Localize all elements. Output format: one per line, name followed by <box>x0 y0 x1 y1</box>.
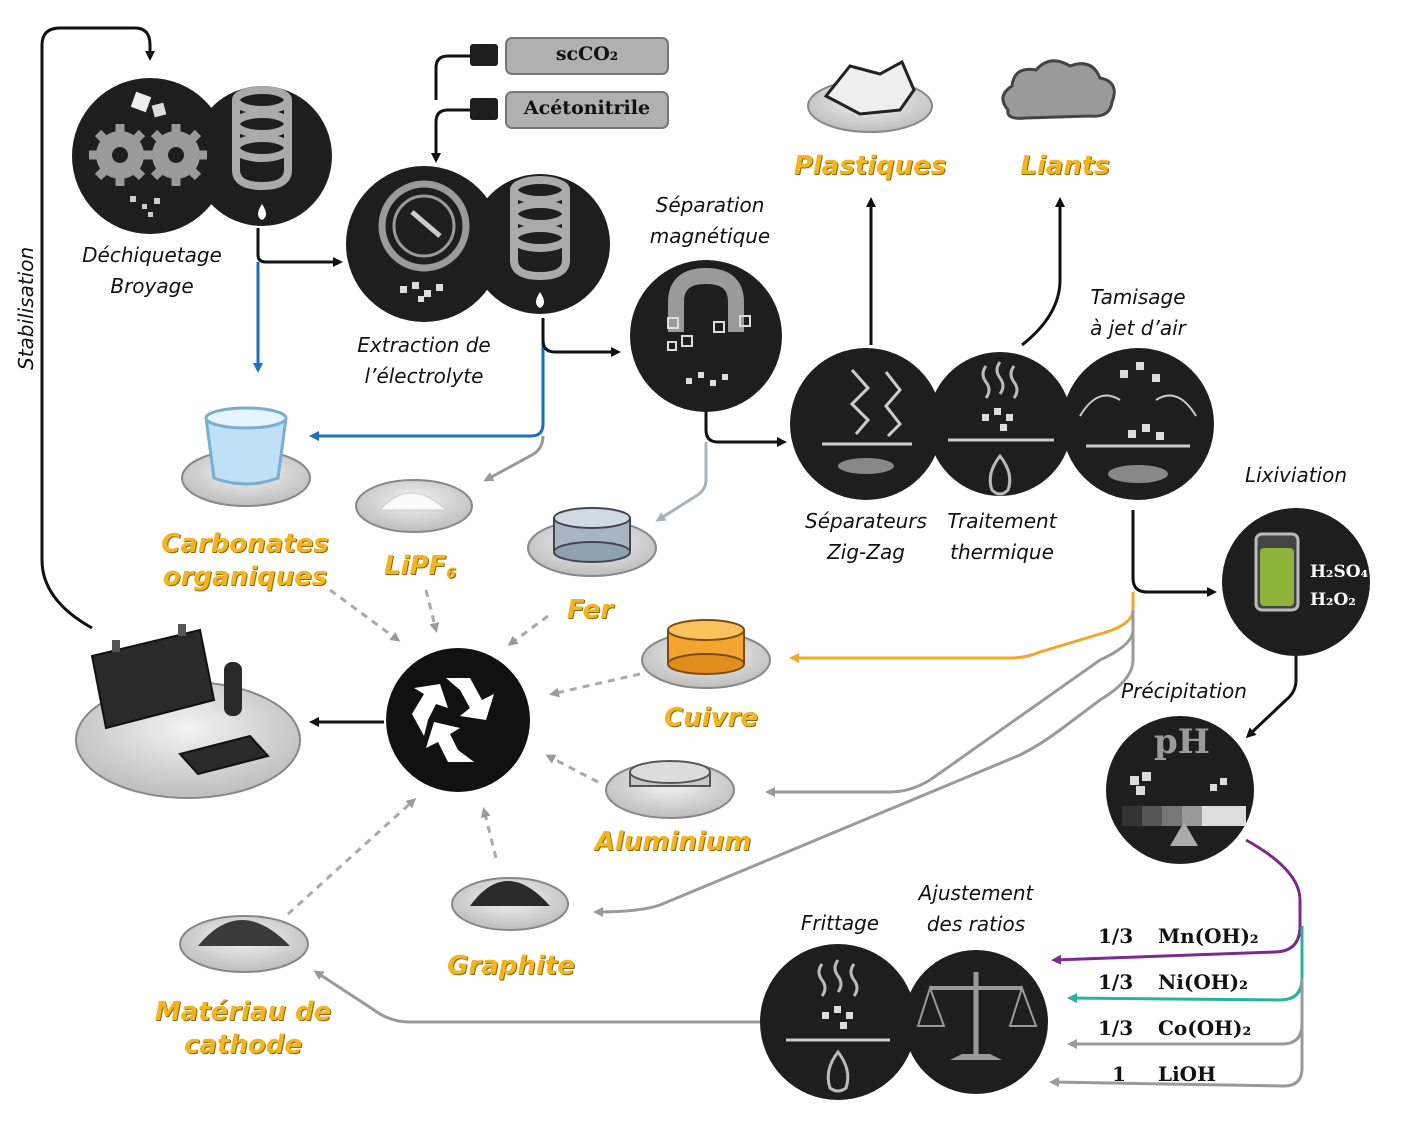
mn-formula: Mn(OH)₂ <box>1158 924 1259 948</box>
battery-cells-icon <box>75 624 301 799</box>
co-formula: Co(OH)₂ <box>1158 1016 1252 1040</box>
cathode-to-recycle-arrow <box>286 797 417 916</box>
graphite-label: Graphite <box>447 951 575 981</box>
shred-to-extraction-arrow <box>256 228 343 267</box>
lipf6-label: LiPF6 <box>370 550 470 591</box>
extraction-to-lipf6-arrow <box>483 435 545 482</box>
sieving-to-aluminium-arrow <box>765 610 1135 797</box>
magnetic-to-zigzag-arrow <box>704 408 787 447</box>
iron-to-recycle-arrow <box>507 614 549 646</box>
sieving-to-leaching-arrow <box>1131 510 1217 597</box>
thermal-to-binders-arrow <box>1021 197 1065 347</box>
extraction-to-carbonates-arrow <box>309 318 545 441</box>
extraction-to-magnetic-arrow <box>541 318 621 357</box>
lipf6-to-recycle-arrow <box>424 589 440 633</box>
lipf6-powder-icon <box>355 479 473 533</box>
precip-to-mn-arrow <box>1051 838 1302 965</box>
recycle-icon <box>386 648 530 792</box>
acetonitrile-tank-icon <box>470 91 669 129</box>
aluminium-to-recycle-arrow <box>545 754 599 784</box>
graphite-pile-icon <box>451 877 569 931</box>
mn-ratio: 1/3 <box>1098 924 1134 948</box>
acetonitrile-label: Acétonitrile <box>523 97 651 119</box>
scco2-label: scCO₂ <box>555 43 619 65</box>
ph-label: pH <box>1154 722 1210 762</box>
ni-ratio: 1/3 <box>1098 970 1134 994</box>
carbonates-beaker-icon <box>181 406 311 507</box>
leaching-label: Lixiviation <box>1244 463 1348 487</box>
copper-label: Cuivre <box>664 703 758 733</box>
sintering-icon <box>760 944 916 1100</box>
sieving-to-copper-arrow <box>789 592 1135 663</box>
stabilisation-label: Stabilisation <box>14 246 38 370</box>
magnetic-to-iron-arrow <box>655 442 708 522</box>
ratio-adjustment-icon <box>904 950 1048 1094</box>
li-ratio: 1 <box>1112 1062 1126 1086</box>
iron-label: Fer <box>566 595 614 625</box>
scco2-tank-icon <box>470 37 669 75</box>
sieving-to-graphite-arrow <box>593 630 1135 917</box>
cathode-material-pile-icon <box>179 915 309 973</box>
li-formula: LiOH <box>1158 1062 1216 1086</box>
electrolyte-extraction-icon <box>346 166 610 322</box>
lipf6-subscript: 6 <box>446 566 457 582</box>
ni-formula: Ni(OH)₂ <box>1158 970 1248 994</box>
copper-disks-icon <box>641 619 771 689</box>
sintering-label: Frittage <box>800 911 880 935</box>
h2o2-label: H₂O₂ <box>1310 590 1356 610</box>
binders-label: Liants <box>1020 151 1110 181</box>
aluminium-label: Aluminium <box>594 827 752 857</box>
precipitation-label: Précipitation <box>1121 679 1247 703</box>
leaching-icon <box>1222 508 1370 656</box>
plastics-flakes-icon <box>807 59 933 133</box>
h2so4-label: H₂SO₄ <box>1310 562 1369 582</box>
precip-to-lioh-arrow <box>1049 1024 1304 1088</box>
stabilisation-loop-arrow <box>40 26 155 630</box>
magnetic-separation-icon <box>630 260 782 412</box>
sintering-to-cathode-arrow <box>313 970 760 1024</box>
precipitation-icon <box>1106 716 1254 864</box>
air-jet-sieving-icon <box>1062 348 1214 500</box>
binders-cloud-icon <box>1001 59 1116 120</box>
plastics-label: Plastiques <box>793 151 947 181</box>
zigzag-separator-icon <box>790 348 942 500</box>
carbonates-to-recycle-arrow <box>329 588 401 642</box>
co-ratio: 1/3 <box>1098 1016 1134 1040</box>
solvent-feed-line <box>436 54 470 160</box>
leaching-to-precipitation-arrow <box>1245 652 1298 739</box>
lipf6-text: LiPF <box>383 551 447 581</box>
iron-disks-icon <box>527 507 657 577</box>
graphite-to-recycle-arrow <box>480 807 498 859</box>
thermal-treatment-icon <box>928 352 1072 496</box>
copper-to-recycle-arrow <box>549 672 641 698</box>
aluminium-disk-icon <box>605 760 735 819</box>
shredding-grinding-icon <box>72 78 332 234</box>
